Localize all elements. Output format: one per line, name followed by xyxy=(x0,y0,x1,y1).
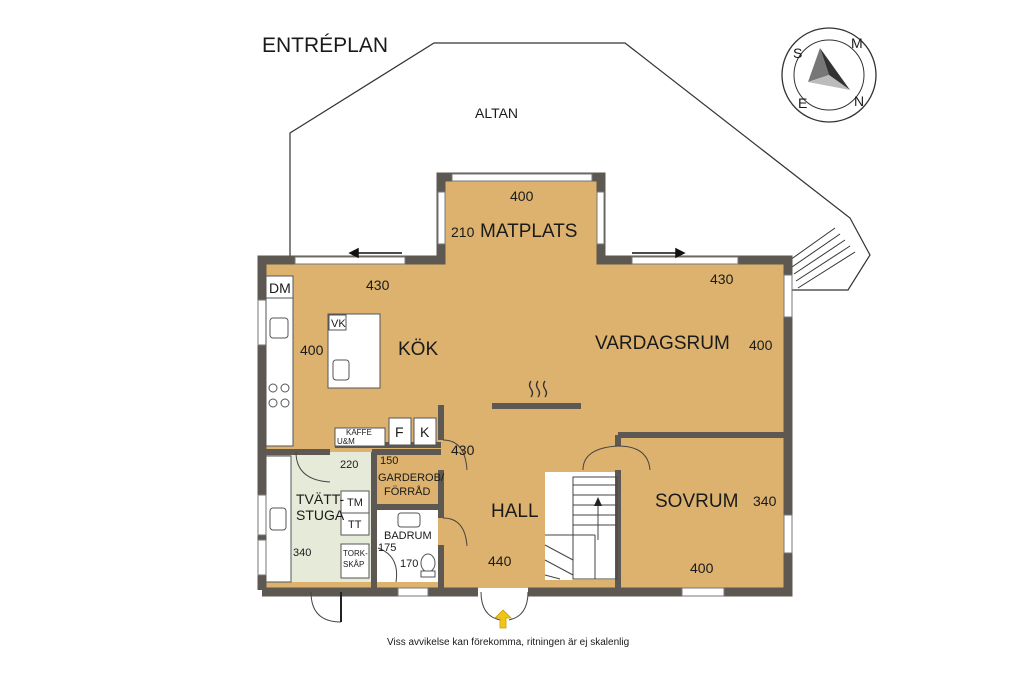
kok-dim-h: 400 xyxy=(300,342,324,358)
kitchen-counter xyxy=(265,297,294,447)
vardagsrum-dim-h: 400 xyxy=(749,337,773,353)
tvattstuga-label-2: STUGA xyxy=(296,507,345,523)
altan-label: ALTAN xyxy=(475,105,518,121)
garderob-dim: 150 xyxy=(380,455,398,467)
dishwasher xyxy=(265,275,294,299)
compass-letter-m: M xyxy=(851,35,863,51)
stairs-direction-arrow xyxy=(594,497,602,506)
tm-label: TM xyxy=(347,497,363,509)
tork-label-2: SKÅP xyxy=(343,560,364,569)
vk-box xyxy=(328,314,347,331)
stairs xyxy=(544,476,618,580)
stair-area xyxy=(545,472,617,580)
kaffe-label: KAFFE xyxy=(346,428,372,437)
hall-label: HALL xyxy=(491,501,539,522)
door-swings xyxy=(295,439,651,623)
tt-label: TT xyxy=(348,519,362,531)
k-label: K xyxy=(420,424,430,440)
tvattstuga-dim-h: 340 xyxy=(293,547,311,559)
kaffe-box xyxy=(334,427,386,447)
tork-label-1: TORK- xyxy=(343,549,368,558)
kitchen-island xyxy=(327,313,381,389)
fridge-box xyxy=(388,417,412,446)
dm-label: DM xyxy=(269,280,291,296)
tvattstuga-dim-w: 220 xyxy=(340,459,358,471)
f-label: F xyxy=(395,424,404,440)
windows xyxy=(257,173,793,597)
fireplace-icon xyxy=(492,380,581,409)
garderob-label-2: FÖRRÅD xyxy=(384,485,431,498)
um-label: U&M xyxy=(337,437,355,446)
badrum-dim-h: 175 xyxy=(378,542,396,554)
vardagsrum-dim-w: 430 xyxy=(710,271,734,287)
compass-letter-n: N xyxy=(854,93,864,109)
terrace-outline xyxy=(289,42,871,291)
sliding-door-arrows xyxy=(348,247,686,259)
kok-dim-w: 430 xyxy=(366,277,390,293)
vk-label: VK xyxy=(331,318,346,330)
badrum-dim-w: 170 xyxy=(400,558,418,570)
vardagsrum-label: VARDAGSRUM xyxy=(595,333,730,354)
garderob-label-1: GARDEROB/ xyxy=(378,472,445,484)
sovrum-dim-h: 340 xyxy=(753,493,777,509)
laundry-appliances xyxy=(269,490,370,579)
sovrum-dim-w: 400 xyxy=(690,560,714,576)
compass-letter-e: E xyxy=(798,95,807,111)
hall-dim-w: 440 xyxy=(488,553,512,569)
matplats-dim-w: 400 xyxy=(510,188,534,204)
tvattstuga-label-1: TVÄTT- xyxy=(296,491,345,507)
compass-icon: S M N E xyxy=(781,27,877,123)
island-sink xyxy=(332,359,350,381)
matplats-dim-h: 210 xyxy=(451,224,475,240)
bathroom-fixtures xyxy=(397,512,436,578)
badrum-label: BADRUM xyxy=(384,530,432,542)
freezer-box xyxy=(413,417,437,446)
entrance-arrow-icon xyxy=(494,609,512,629)
footer-note: Viss avvikelse kan förekomma, ritningen … xyxy=(387,637,629,648)
sovrum-label: SOVRUM xyxy=(655,491,738,512)
matplats-label: MATPLATS xyxy=(480,221,577,242)
plan-title: ENTRÉPLAN xyxy=(262,34,388,57)
kok-label: KÖK xyxy=(398,339,438,360)
hall-dim-h: 430 xyxy=(451,442,475,458)
compass-letter-s: S xyxy=(793,45,802,61)
terrace-steps xyxy=(789,227,856,289)
garderob-floor xyxy=(376,454,438,506)
